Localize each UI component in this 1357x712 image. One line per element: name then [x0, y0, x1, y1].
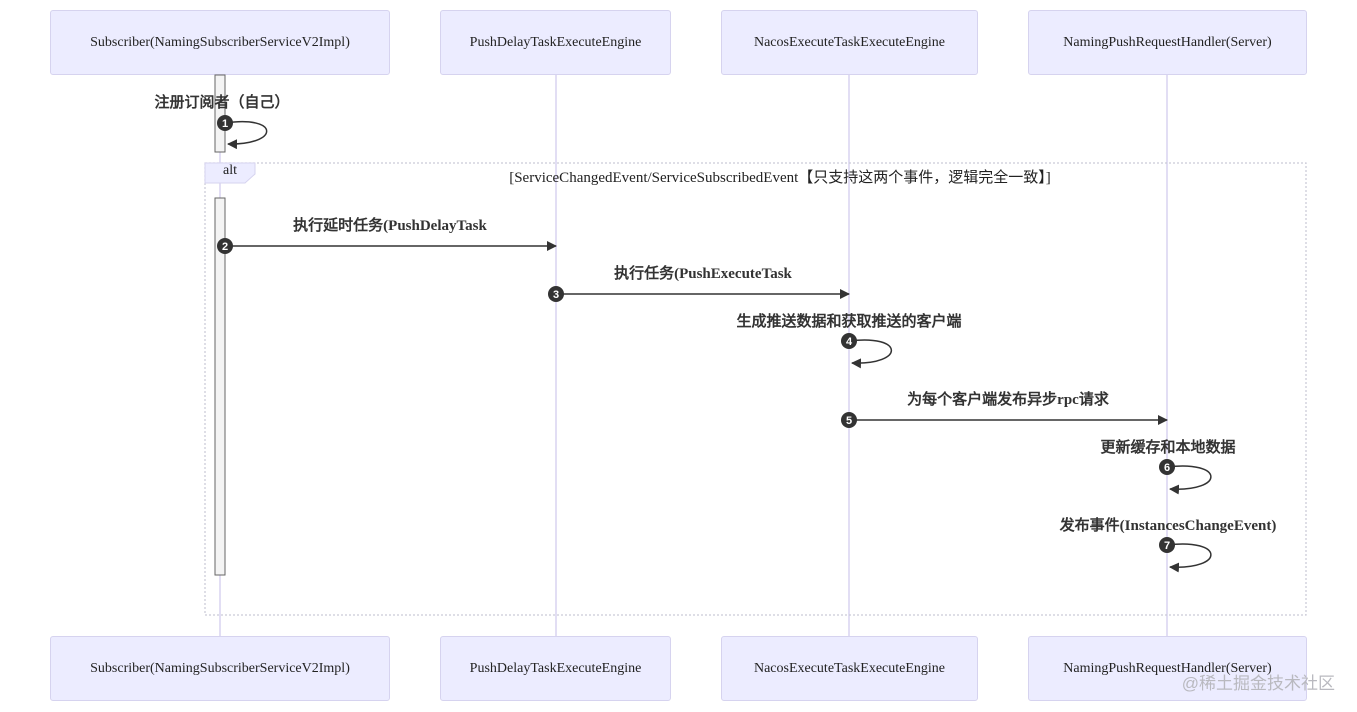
message-1-label: 注册订阅者（自己） — [154, 95, 290, 111]
actor-label: PushDelayTaskExecuteEngine — [469, 660, 642, 676]
message-4-arrow — [848, 339, 893, 369]
actor-label: Subscriber(NamingSubscriberServiceV2Impl… — [90, 660, 350, 676]
actor-pushdelay-top: PushDelayTaskExecuteEngine — [440, 10, 671, 75]
message-7-label: 发布事件(InstancesChangeEvent) — [1059, 518, 1277, 534]
message-7-arrow — [1166, 543, 1212, 573]
sequence-number-5-text: 5 — [846, 415, 852, 427]
actor-label: PushDelayTaskExecuteEngine — [469, 34, 642, 50]
actor-subscriber-bottom: Subscriber(NamingSubscriberServiceV2Impl… — [50, 636, 390, 701]
sequence-number-1-text: 1 — [222, 118, 228, 130]
activation-2 — [214, 197, 226, 576]
actor-pushhandler-bottom: NamingPushRequestHandler(Server) — [1028, 636, 1307, 701]
alt-condition: [ServiceChangedEvent/ServiceSubscribedEv… — [509, 170, 1051, 186]
sequence-number-4 — [841, 333, 857, 349]
actor-label: NamingPushRequestHandler(Server) — [1063, 660, 1272, 676]
message-4-label: 生成推送数据和获取推送的客户端 — [736, 314, 962, 330]
message-6-label: 更新缓存和本地数据 — [1100, 440, 1236, 456]
actor-nacosexecute-top: NacosExecuteTaskExecuteEngine — [721, 10, 978, 75]
actor-subscriber-top: Subscriber(NamingSubscriberServiceV2Impl… — [50, 10, 390, 75]
sequence-number-7-text: 7 — [1164, 540, 1170, 552]
alt-tag-label: alt — [223, 163, 237, 178]
sequence-number-2 — [217, 238, 233, 254]
sequence-number-3-text: 3 — [553, 289, 559, 301]
watermark: @稀土掘金技术社区 — [1181, 674, 1335, 693]
actor-label: NamingPushRequestHandler(Server) — [1063, 34, 1272, 50]
message-3-label: 执行任务(PushExecuteTask — [614, 266, 792, 282]
sequence-number-6 — [1159, 459, 1175, 475]
alt-tag — [204, 162, 256, 184]
message-5-label: 为每个客户端发布异步rpc请求 — [907, 392, 1109, 408]
message-2-label: 执行延时任务(PushDelayTask — [293, 218, 487, 234]
sequence-number-6-text: 6 — [1164, 462, 1170, 474]
activation-1 — [214, 74, 226, 153]
message-6-arrow — [1166, 465, 1212, 495]
actor-pushhandler-top: NamingPushRequestHandler(Server) — [1028, 10, 1307, 75]
actor-label: NacosExecuteTaskExecuteEngine — [753, 660, 946, 676]
sequence-number-3 — [548, 286, 564, 302]
sequence-number-2-text: 2 — [222, 241, 228, 253]
alt-frame — [204, 162, 1307, 616]
sequence-number-5 — [841, 412, 857, 428]
message-1-arrow — [224, 121, 268, 150]
actor-nacosexecute-bottom: NacosExecuteTaskExecuteEngine — [721, 636, 978, 701]
sequence-number-1 — [217, 115, 233, 131]
actor-label: Subscriber(NamingSubscriberServiceV2Impl… — [90, 34, 350, 50]
sequence-number-4-text: 4 — [846, 336, 853, 348]
actor-pushdelay-bottom: PushDelayTaskExecuteEngine — [440, 636, 671, 701]
actor-label: NacosExecuteTaskExecuteEngine — [753, 34, 946, 50]
sequence-number-7 — [1159, 537, 1175, 553]
